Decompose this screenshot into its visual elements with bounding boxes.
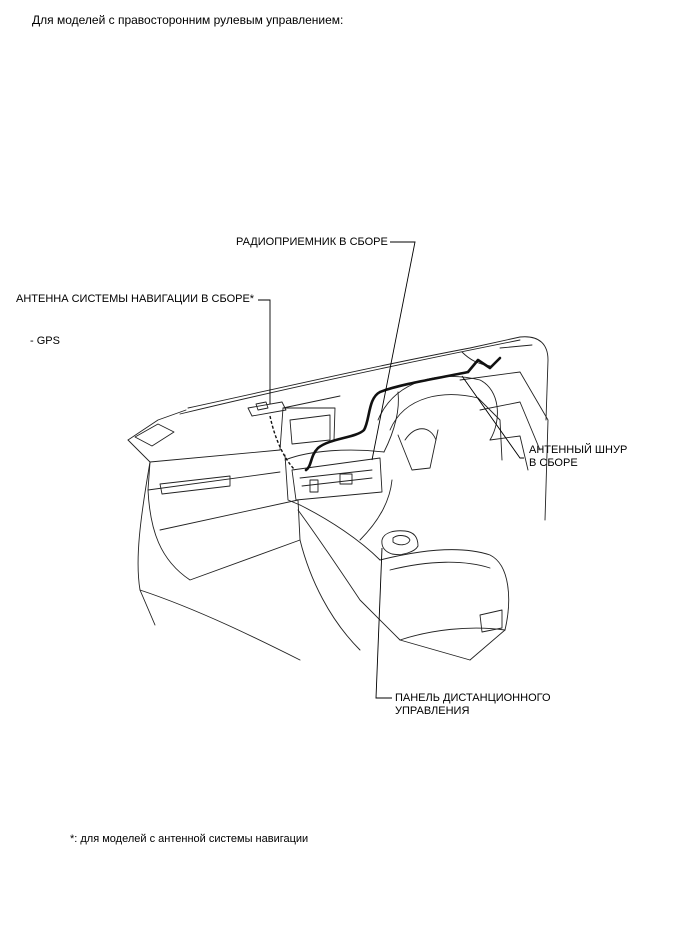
callout-navigation-antenna-gps: - GPS	[30, 335, 60, 347]
page-title: Для моделей с правосторонним рулевым упр…	[32, 13, 344, 27]
footnote: *: для моделей с антенной системы навига…	[70, 833, 309, 845]
callout-antenna-cable-line2: В СБОРЕ	[529, 457, 578, 469]
callout-antenna-cable: АНТЕННЫЙ ШНУР В СБОРЕ	[529, 444, 627, 470]
callout-antenna-cable-line1: АНТЕННЫЙ ШНУР	[529, 444, 628, 456]
callout-remote-panel: ПАНЕЛЬ ДИСТАНЦИОННОГО УПРАВЛЕНИЯ	[395, 692, 551, 718]
callout-remote-panel-line1: ПАНЕЛЬ ДИСТАНЦИОННОГО	[395, 692, 551, 704]
callout-remote-panel-line2: УПРАВЛЕНИЯ	[395, 705, 470, 717]
callout-navigation-antenna: АНТЕННА СИСТЕМЫ НАВИГАЦИИ В СБОРЕ*	[16, 293, 255, 305]
callout-radio-receiver: РАДИОПРИЕМНИК В СБОРЕ	[236, 236, 388, 248]
